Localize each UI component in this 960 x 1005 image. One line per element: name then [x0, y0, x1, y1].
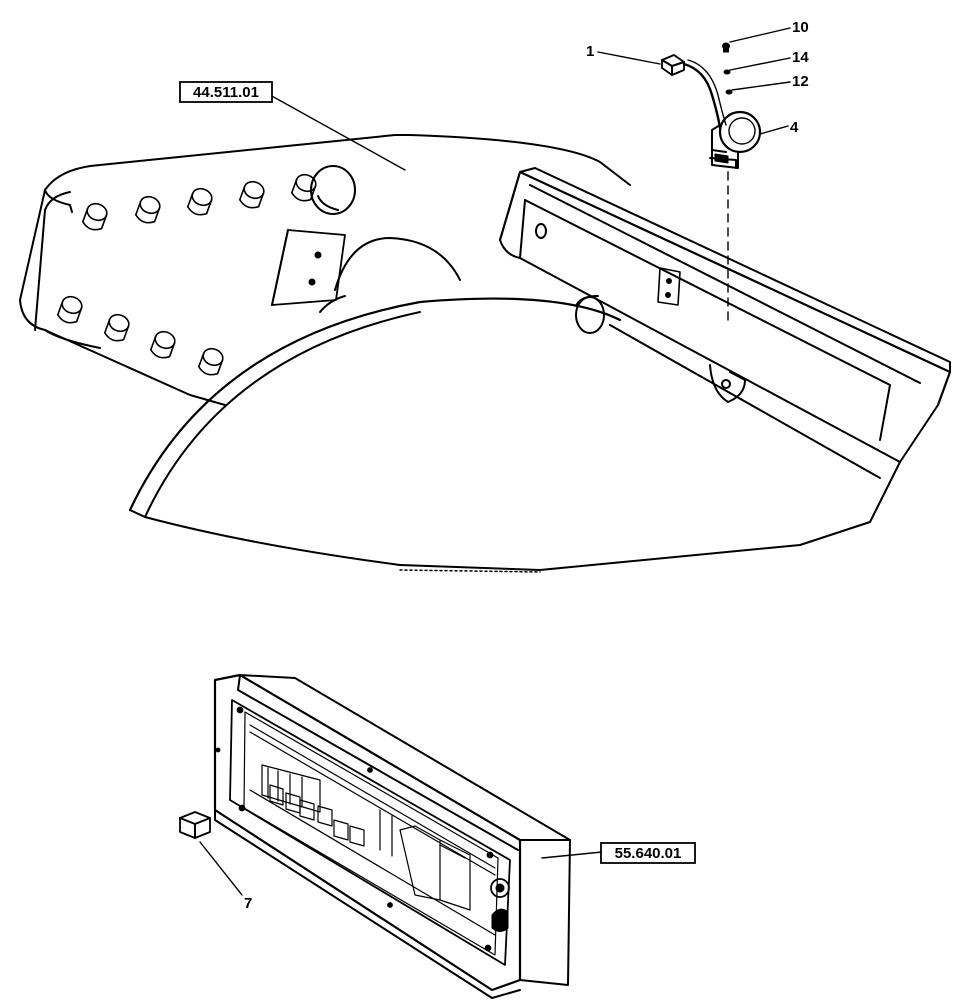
- ref-box-44-511-01[interactable]: 44.511.01: [179, 81, 273, 103]
- ref-label-55-640-01: 55.640.01: [615, 845, 682, 862]
- callout-12: 12: [792, 73, 809, 90]
- horn-assembly: [661, 42, 762, 321]
- ref-box-55-640-01[interactable]: 55.640.01: [600, 842, 696, 864]
- callout-14: 14: [792, 49, 809, 66]
- cab-dashboard-assembly: [19, 134, 952, 573]
- callout-4: 4: [790, 119, 799, 136]
- relay-part-7: [179, 811, 211, 839]
- callout-1: 1: [586, 43, 594, 60]
- callout-leaders-bottom: [199, 841, 603, 896]
- control-box-assembly: [213, 673, 571, 999]
- ref-label-44-511-01: 44.511.01: [193, 84, 259, 101]
- callout-10: 10: [792, 19, 809, 36]
- knob-row-top: [82, 173, 317, 231]
- knob-row-bottom: [57, 295, 224, 376]
- callout-leaders-top: [269, 27, 791, 171]
- callout-7: 7: [244, 895, 252, 912]
